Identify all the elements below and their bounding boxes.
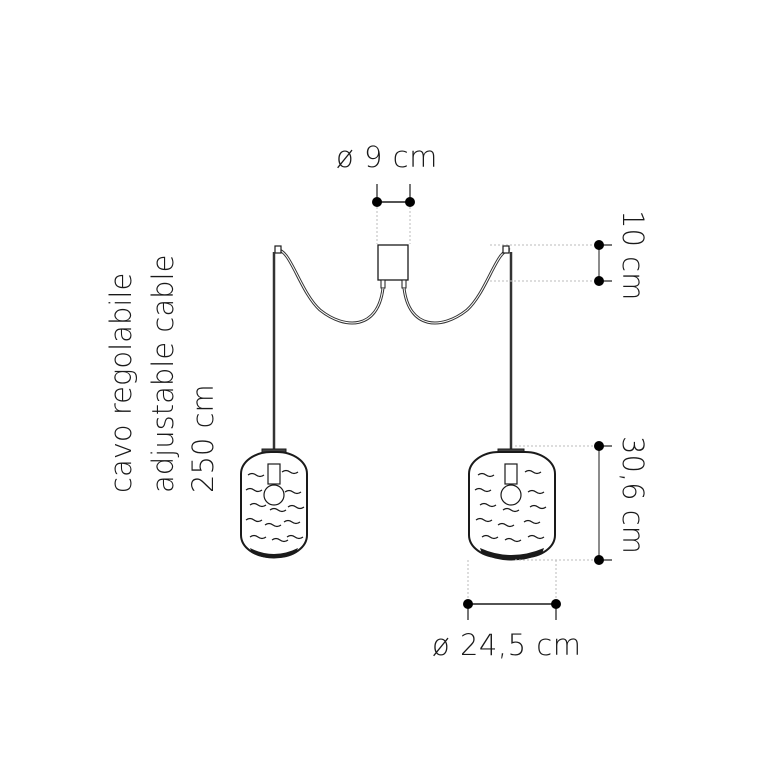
left-lamp-shade bbox=[240, 448, 308, 559]
shade-height-label: 30,6 cm bbox=[616, 436, 650, 554]
swag-cables-inner bbox=[276, 249, 511, 324]
cable-note-line3: 250 cm bbox=[186, 384, 220, 493]
canopy bbox=[377, 244, 409, 289]
left-hook bbox=[274, 245, 282, 254]
canopy-height-dimension bbox=[490, 240, 612, 286]
cable-note-line2: adjustable cable bbox=[146, 254, 180, 493]
canopy-diameter-dimension bbox=[372, 184, 415, 244]
right-hook bbox=[502, 245, 510, 254]
right-lamp-shade bbox=[468, 448, 556, 561]
cable-note-line1: cavo regolabile bbox=[104, 272, 138, 493]
canopy-height-label: 10 cm bbox=[616, 210, 650, 301]
hanging-cables bbox=[272, 252, 513, 450]
shade-diameter-dimension bbox=[463, 560, 561, 620]
canopy-diameter-label: ø 9 cm bbox=[336, 140, 438, 174]
shade-diameter-label: ø 24,5 cm bbox=[432, 628, 582, 662]
shade-height-dimension bbox=[515, 441, 612, 565]
